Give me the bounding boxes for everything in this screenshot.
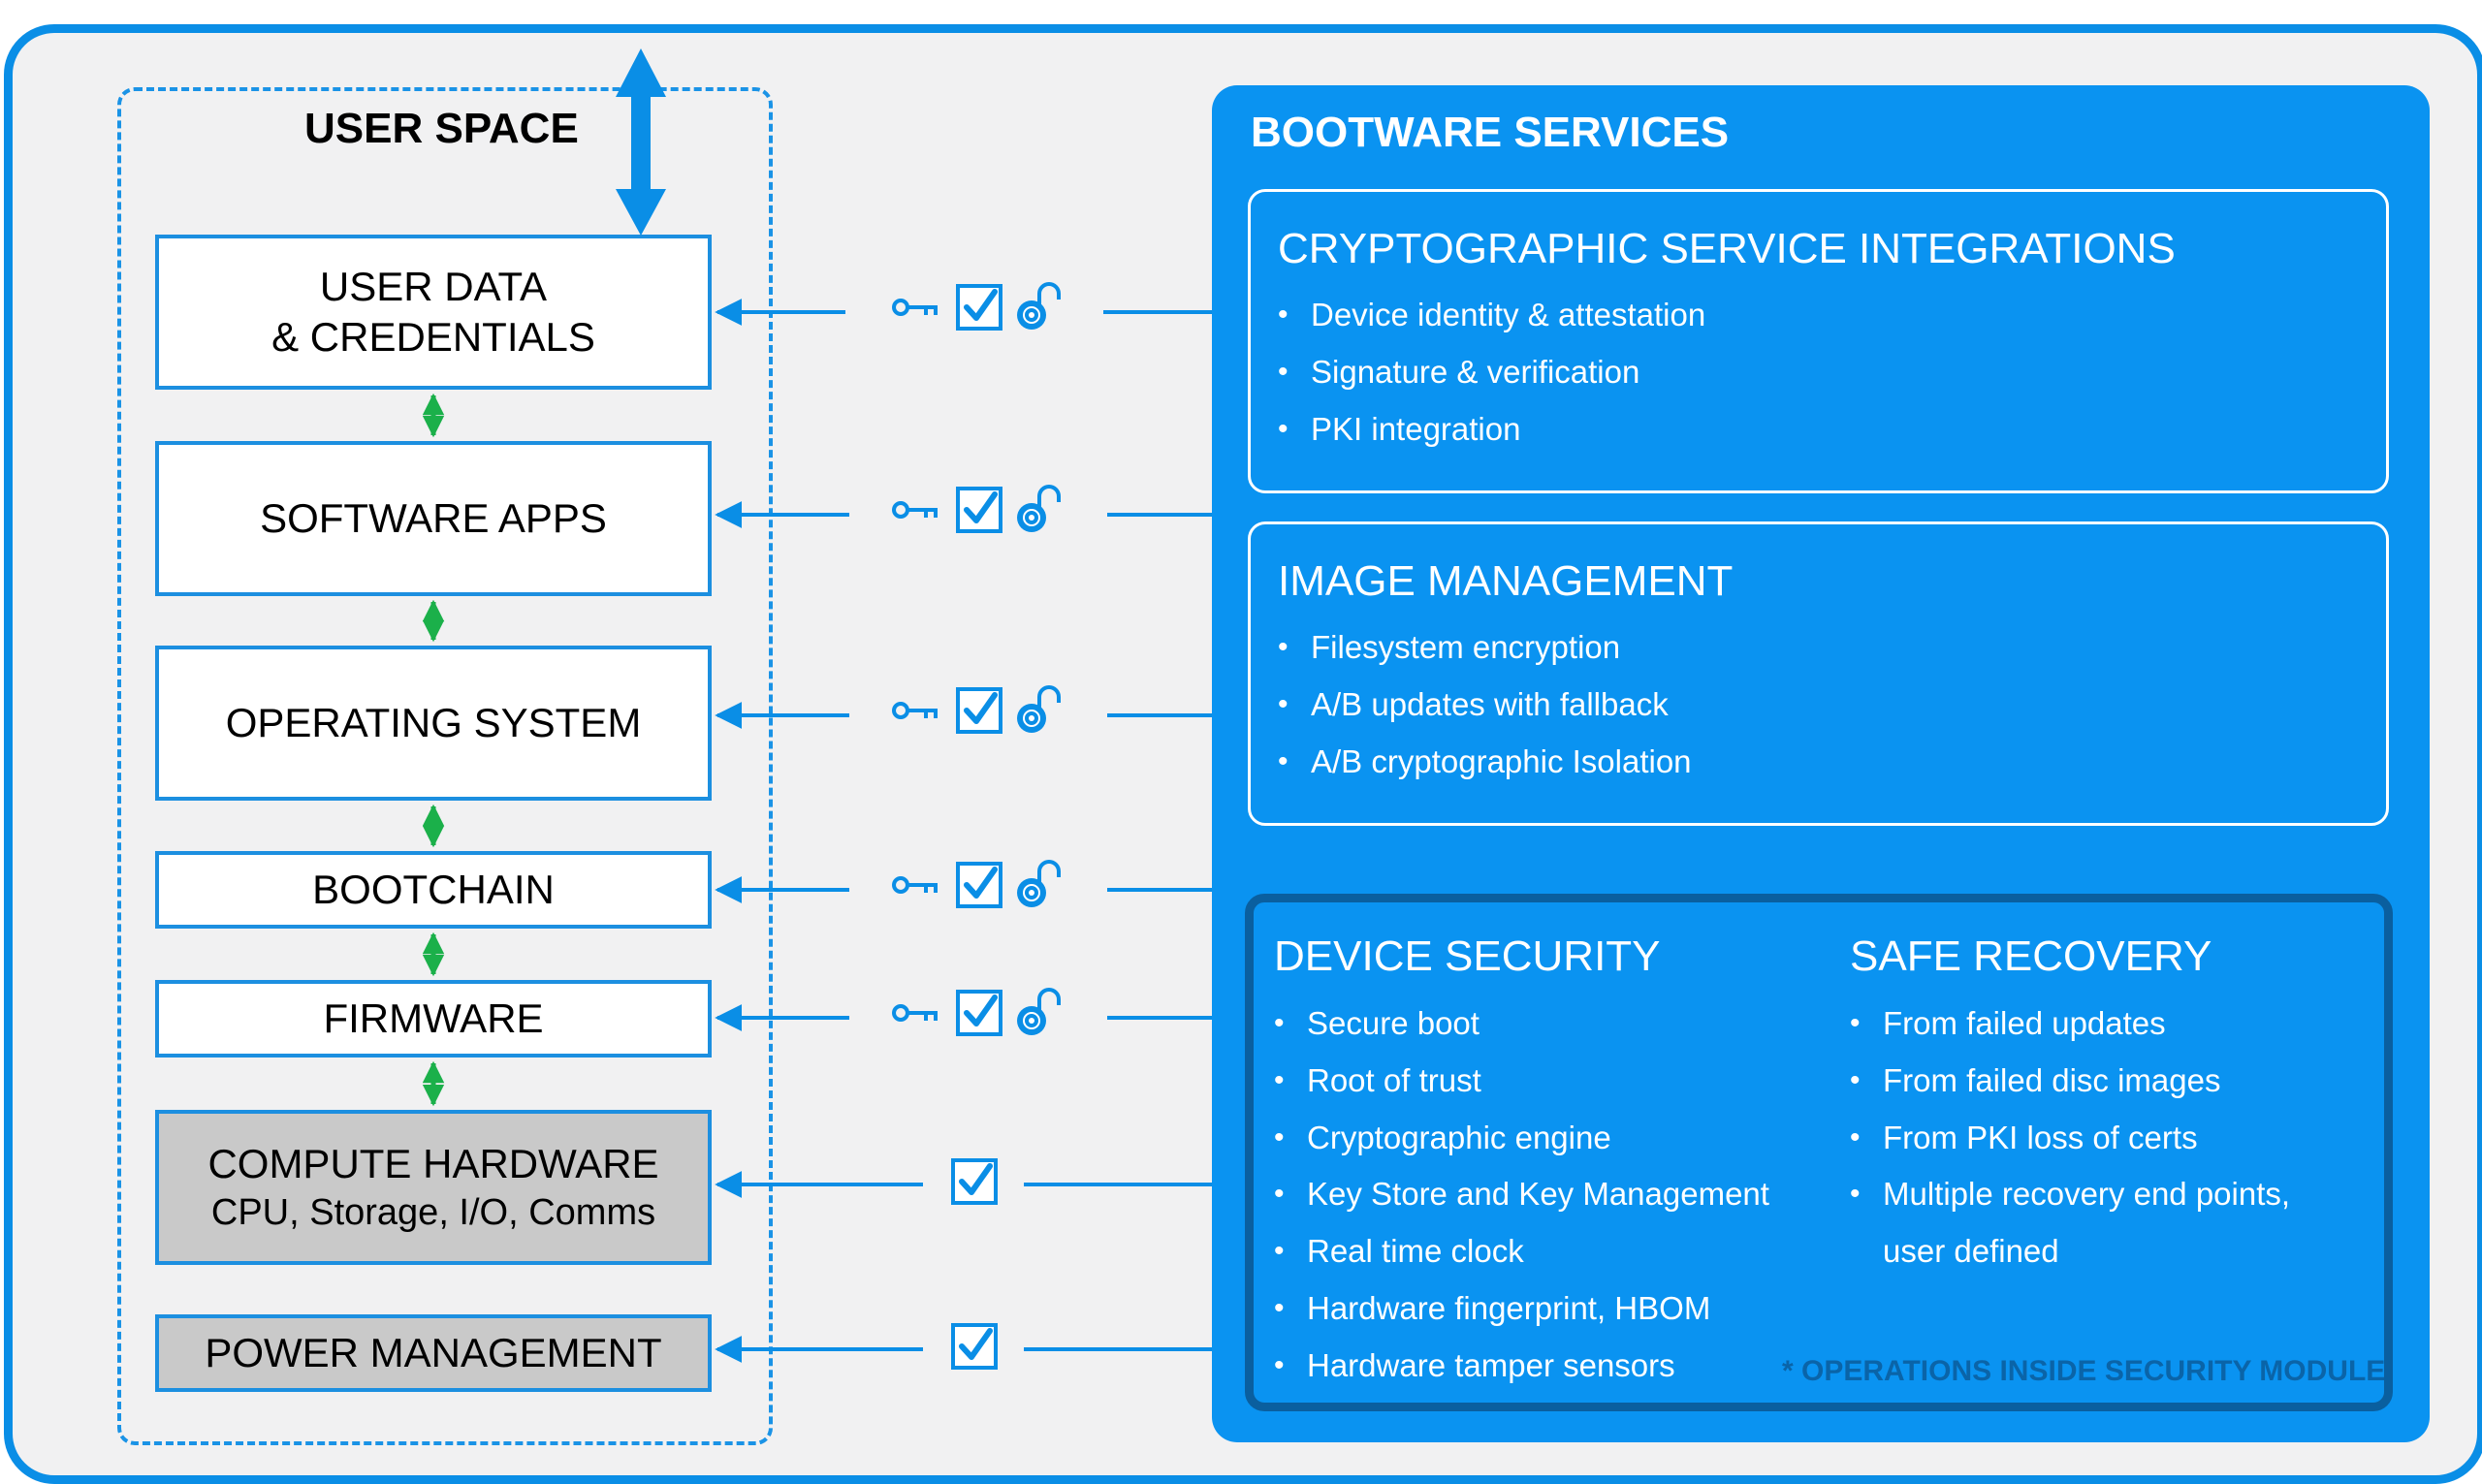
- layer-label: FIRMWARE: [323, 995, 544, 1041]
- layer-label: POWER MANAGEMENT: [205, 1330, 662, 1375]
- crypto-services-list: Device identity & attestation Signature …: [1278, 287, 1705, 458]
- list-item: Filesystem encryption: [1278, 619, 1692, 677]
- list-item: From PKI loss of certs: [1850, 1110, 2290, 1167]
- safe-recovery-list: From failed updates From failed disc ima…: [1850, 995, 2290, 1280]
- service-connectors: [715, 299, 1212, 1363]
- security-icon-rows: [892, 282, 1061, 1370]
- list-item: Hardware tamper sensors: [1274, 1338, 1769, 1395]
- image-management-card: [1248, 521, 2389, 826]
- list-item-continuation: user defined: [1883, 1233, 2059, 1270]
- unlock-icon: [1017, 860, 1061, 907]
- list-item: From failed disc images: [1850, 1053, 2290, 1110]
- icon-row: [951, 1158, 998, 1205]
- key-icon: [892, 1004, 938, 1022]
- bootware-services-title: BOOTWARE SERVICES: [1251, 109, 1730, 156]
- list-item: Secure boot: [1274, 995, 1769, 1053]
- layer-firmware: FIRMWARE: [155, 980, 712, 1058]
- list-item: Multiple recovery end points,: [1850, 1166, 2290, 1223]
- layer-user-data: USER DATA & CREDENTIALS: [155, 235, 712, 390]
- layer-label-line2: & CREDENTIALS: [271, 314, 595, 360]
- list-item: From failed updates: [1850, 995, 2290, 1053]
- list-item: Real time clock: [1274, 1223, 1769, 1280]
- list-item: Device identity & attestation: [1278, 287, 1705, 344]
- layer-compute-hardware: COMPUTE HARDWARE CPU, Storage, I/O, Comm…: [155, 1110, 712, 1265]
- list-item: PKI integration: [1278, 401, 1705, 458]
- checkbox-icon: [956, 687, 1002, 734]
- layer-label: BOOTCHAIN: [312, 867, 555, 912]
- layer-label: SOFTWARE APPS: [260, 495, 607, 541]
- device-security-title: DEVICE SECURITY: [1274, 932, 1661, 980]
- layer-power-management: POWER MANAGEMENT: [155, 1314, 712, 1392]
- layer-software-apps: SOFTWARE APPS: [155, 441, 712, 596]
- user-space-region: [117, 87, 773, 1445]
- icon-row: [892, 485, 1061, 533]
- key-icon: [892, 876, 938, 894]
- crypto-services-title: CRYPTOGRAPHIC SERVICE INTEGRATIONS: [1278, 225, 2176, 272]
- list-item: Key Store and Key Management: [1274, 1166, 1769, 1223]
- checkbox-icon: [956, 862, 1002, 908]
- safe-recovery-title: SAFE RECOVERY: [1850, 932, 2212, 980]
- icon-row: [951, 1323, 998, 1370]
- user-space-io-arrow: [616, 48, 666, 236]
- icon-row: [892, 282, 1061, 331]
- crypto-services-card: [1248, 189, 2389, 493]
- list-item: A/B cryptographic Isolation: [1278, 734, 1692, 791]
- layer-label: USER DATA: [319, 264, 548, 309]
- image-management-title: IMAGE MANAGEMENT: [1278, 557, 1734, 605]
- list-item: Root of trust: [1274, 1053, 1769, 1110]
- icon-row: [892, 860, 1061, 908]
- list-item: Cryptographic engine: [1274, 1110, 1769, 1167]
- list-item: Hardware fingerprint, HBOM: [1274, 1280, 1769, 1338]
- device-security-list: Secure boot Root of trust Cryptographic …: [1274, 995, 1769, 1395]
- icon-row: [892, 988, 1061, 1036]
- checkbox-icon: [956, 487, 1002, 533]
- layer-label: COMPUTE HARDWARE: [207, 1141, 659, 1186]
- icon-row: [892, 685, 1061, 734]
- key-icon: [892, 299, 938, 316]
- key-icon: [892, 501, 938, 519]
- layer-operating-system: OPERATING SYSTEM: [155, 646, 712, 801]
- list-item: A/B updates with fallback: [1278, 677, 1692, 734]
- unlock-icon: [1017, 988, 1061, 1035]
- image-management-list: Filesystem encryption A/B updates with f…: [1278, 619, 1692, 790]
- checkbox-icon: [956, 284, 1002, 331]
- layer-bootchain: BOOTCHAIN: [155, 851, 712, 929]
- key-icon: [892, 702, 938, 719]
- checkbox-icon: [956, 990, 1002, 1036]
- unlock-icon: [1017, 685, 1061, 733]
- layer-sublabel: CPU, Storage, I/O, Comms: [210, 1192, 656, 1233]
- unlock-icon: [1017, 282, 1061, 330]
- unlock-icon: [1017, 485, 1061, 532]
- list-item: Signature & verification: [1278, 344, 1705, 401]
- security-module-card: [1245, 894, 2393, 1411]
- layer-label: OPERATING SYSTEM: [225, 700, 642, 745]
- checkbox-icon: [951, 1323, 998, 1370]
- user-space-title: USER SPACE: [304, 105, 579, 152]
- checkbox-icon: [951, 1158, 998, 1205]
- security-module-footnote: * OPERATIONS INSIDE SECURITY MODULE: [1782, 1355, 2386, 1387]
